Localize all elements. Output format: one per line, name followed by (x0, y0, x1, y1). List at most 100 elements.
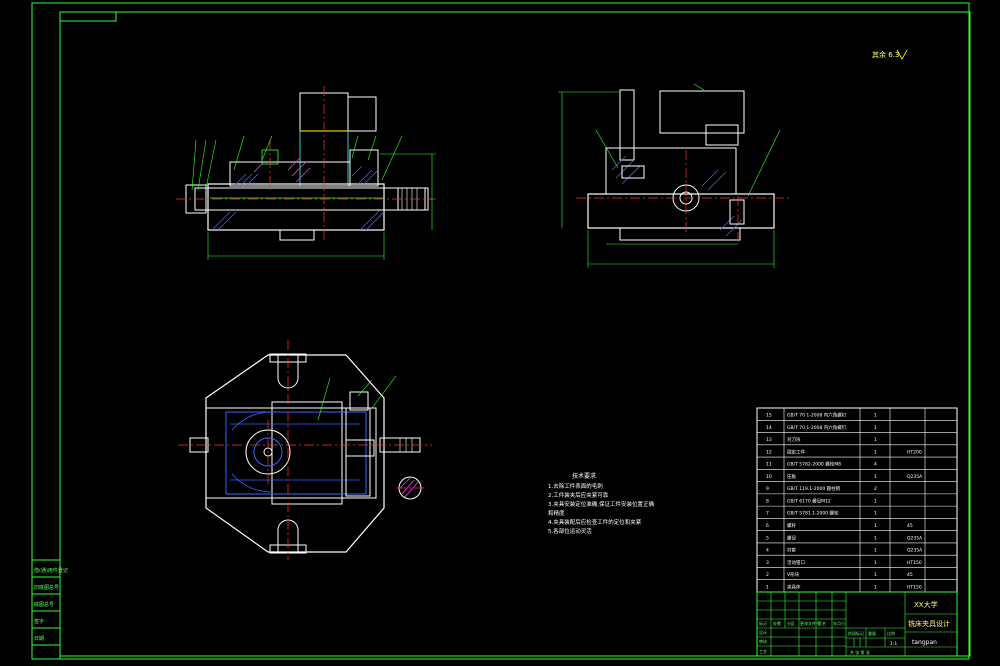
roughness-text: 其余 6.3 (872, 50, 899, 59)
bom-row: 14 GB/T 70.1-2008 内六角螺钉 1 (766, 424, 877, 431)
title-block-label: 年月日 (833, 620, 845, 626)
bom-name: 螺母 (787, 534, 796, 541)
bom-qty: 1 (874, 498, 877, 504)
bom-no: 14 (766, 425, 772, 431)
bom-qty: 1 (874, 572, 877, 578)
bom-row: 12 固定工件 1 HT200 (766, 448, 922, 455)
bom-qty: 1 (874, 449, 877, 455)
bom-no: 12 (766, 449, 772, 455)
bom-material: HT200 (907, 449, 922, 455)
title-block-stage: 比例 (887, 630, 895, 636)
bom-row: 15 GB/T 70 1-2008 内六角螺钉 1 (766, 412, 877, 419)
title-block-label: 更改文件号 (800, 620, 820, 626)
bom-no: 13 (766, 437, 772, 443)
bom-no: 15 (766, 413, 772, 419)
bom-qty: 1 (874, 511, 877, 517)
bom-no: 4 (766, 548, 769, 554)
tech-requirement-line: 和精度 (548, 509, 565, 517)
bom-row: 9 GB/T 119.1-2000 圆柱销 2 (766, 485, 877, 492)
side-stamp: 借(通)用件登记 旧底图总号 底图总号 签字 日期 (31, 559, 68, 660)
title-block-label: 处数 (773, 620, 781, 626)
bom-qty: 1 (874, 548, 877, 554)
bom-name: GB/T 5781.1-2000 螺栓 (787, 510, 839, 517)
bom-material: HT150 (907, 560, 922, 566)
roughness-note: 其余 6.3 (872, 49, 908, 60)
tech-requirement-line: 2.工件装夹后应夹紧可靠 (548, 491, 609, 499)
bom-no: 7 (766, 511, 769, 517)
title-block-sign: 审核 (759, 638, 767, 644)
bom-qty: 1 (874, 425, 877, 431)
bom-name: 对刀块 (787, 436, 801, 443)
bom-material: 45 (907, 523, 913, 529)
bom-no: 8 (766, 498, 769, 504)
bom-name: 衬套 (787, 547, 796, 554)
bom-row: 3 活动钳口 1 HT150 (766, 559, 922, 566)
bom-name: 活动钳口 (787, 559, 805, 566)
bom-material: HT150 (907, 584, 922, 590)
bom-name: V形块 (787, 571, 800, 578)
bom-no: 9 (766, 486, 769, 492)
bom-name: 压板 (787, 473, 796, 480)
title-block-stage: 阶段标记 (848, 630, 864, 636)
bom-name: GB/T 70 1-2008 内六角螺钉 (787, 412, 847, 419)
bom-row: 1 夹具体 1 HT150 (766, 583, 922, 590)
tech-requirements-title: 技术要求 (572, 472, 596, 480)
bom-no: 1 (766, 584, 769, 590)
side-stamp-label: 借(通)用件登记 (34, 567, 68, 574)
bom-qty: 1 (874, 584, 877, 590)
bom-qty: 1 (874, 474, 877, 480)
top-view (178, 340, 432, 560)
side-stamp-label: 旧底图总号 (34, 584, 59, 591)
title-block-sign: 工艺 (759, 649, 767, 654)
side-stamp-label: 底图总号 (34, 601, 54, 608)
bom-name: GB/T 119.1-2000 圆柱销 (787, 485, 841, 492)
side-stamp-label: 签字 (34, 618, 44, 625)
bom-material: 45 (907, 572, 913, 578)
drawing-frame (31, 2, 971, 660)
bom-qty: 1 (874, 560, 877, 566)
bom-name: GB/T 6170 螺母M12 (787, 497, 831, 504)
bom-name: 夹具体 (787, 583, 801, 590)
title-block-sign: 设计 (759, 629, 767, 635)
bom-no: 3 (766, 560, 769, 566)
tech-requirement-line: 1.去除工件表面的毛刺 (548, 482, 603, 490)
bom-qty: 1 (874, 535, 877, 541)
side-view (558, 83, 790, 268)
bom-material: Q235A (907, 535, 923, 541)
bom-material: Q235A (907, 548, 923, 554)
tech-requirements: 技术要求 1.去除工件表面的毛刺 2.工件装夹后应夹紧可靠 3.夹具安装定位准确… (548, 472, 654, 535)
bom-row: 2 V形块 1 45 (766, 571, 913, 578)
bom-qty: 1 (874, 413, 877, 419)
side-stamp-label: 日期 (34, 636, 44, 642)
title-block-title: 铣床夹具设计 (908, 619, 950, 628)
bom-row: 4 衬套 1 Q235A (766, 547, 923, 554)
title-block-sheet: 共 张 第 张 (850, 649, 870, 655)
bom-name: 固定工件 (787, 448, 805, 455)
bom-name: GB/T 70.1-2008 内六角螺钉 (787, 424, 847, 431)
bom-no: 2 (766, 572, 769, 578)
tech-requirement-line: 3.夹具安装定位准确,保证工件安装位置正确 (548, 500, 654, 508)
title-block-label: 签名 (818, 620, 826, 626)
bom-qty: 1 (874, 437, 877, 443)
bom-qty: 4 (874, 462, 877, 468)
bom-row: 13 对刀块 1 (766, 436, 877, 443)
title-block-stage: 重量 (868, 630, 876, 636)
bom-no: 6 (766, 523, 769, 529)
tech-requirement-line: 5.各部位运动灵活 (548, 527, 592, 535)
bom-no: 10 (766, 474, 772, 480)
bom-qty: 2 (874, 486, 877, 492)
title-block-label: 标记 (759, 620, 767, 626)
title-block-designer: tangpan (912, 639, 937, 646)
bom-name: GB/T 5782-2000 螺栓M8 (787, 461, 841, 468)
front-view (176, 86, 436, 260)
bom-row: 8 GB/T 6170 螺母M12 1 (766, 497, 877, 504)
title-block-scale: 1:1 (890, 641, 897, 647)
title-block: 标记 处数 分区 更改文件号 签名 年月日 设计 审核 工艺 阶段标记 重量 比… (756, 591, 958, 657)
tech-requirement-line: 4.夹具装配后应检查工件的定位和夹紧 (548, 518, 642, 526)
bom-row: 7 GB/T 5781.1-2000 螺栓 1 (766, 510, 877, 517)
